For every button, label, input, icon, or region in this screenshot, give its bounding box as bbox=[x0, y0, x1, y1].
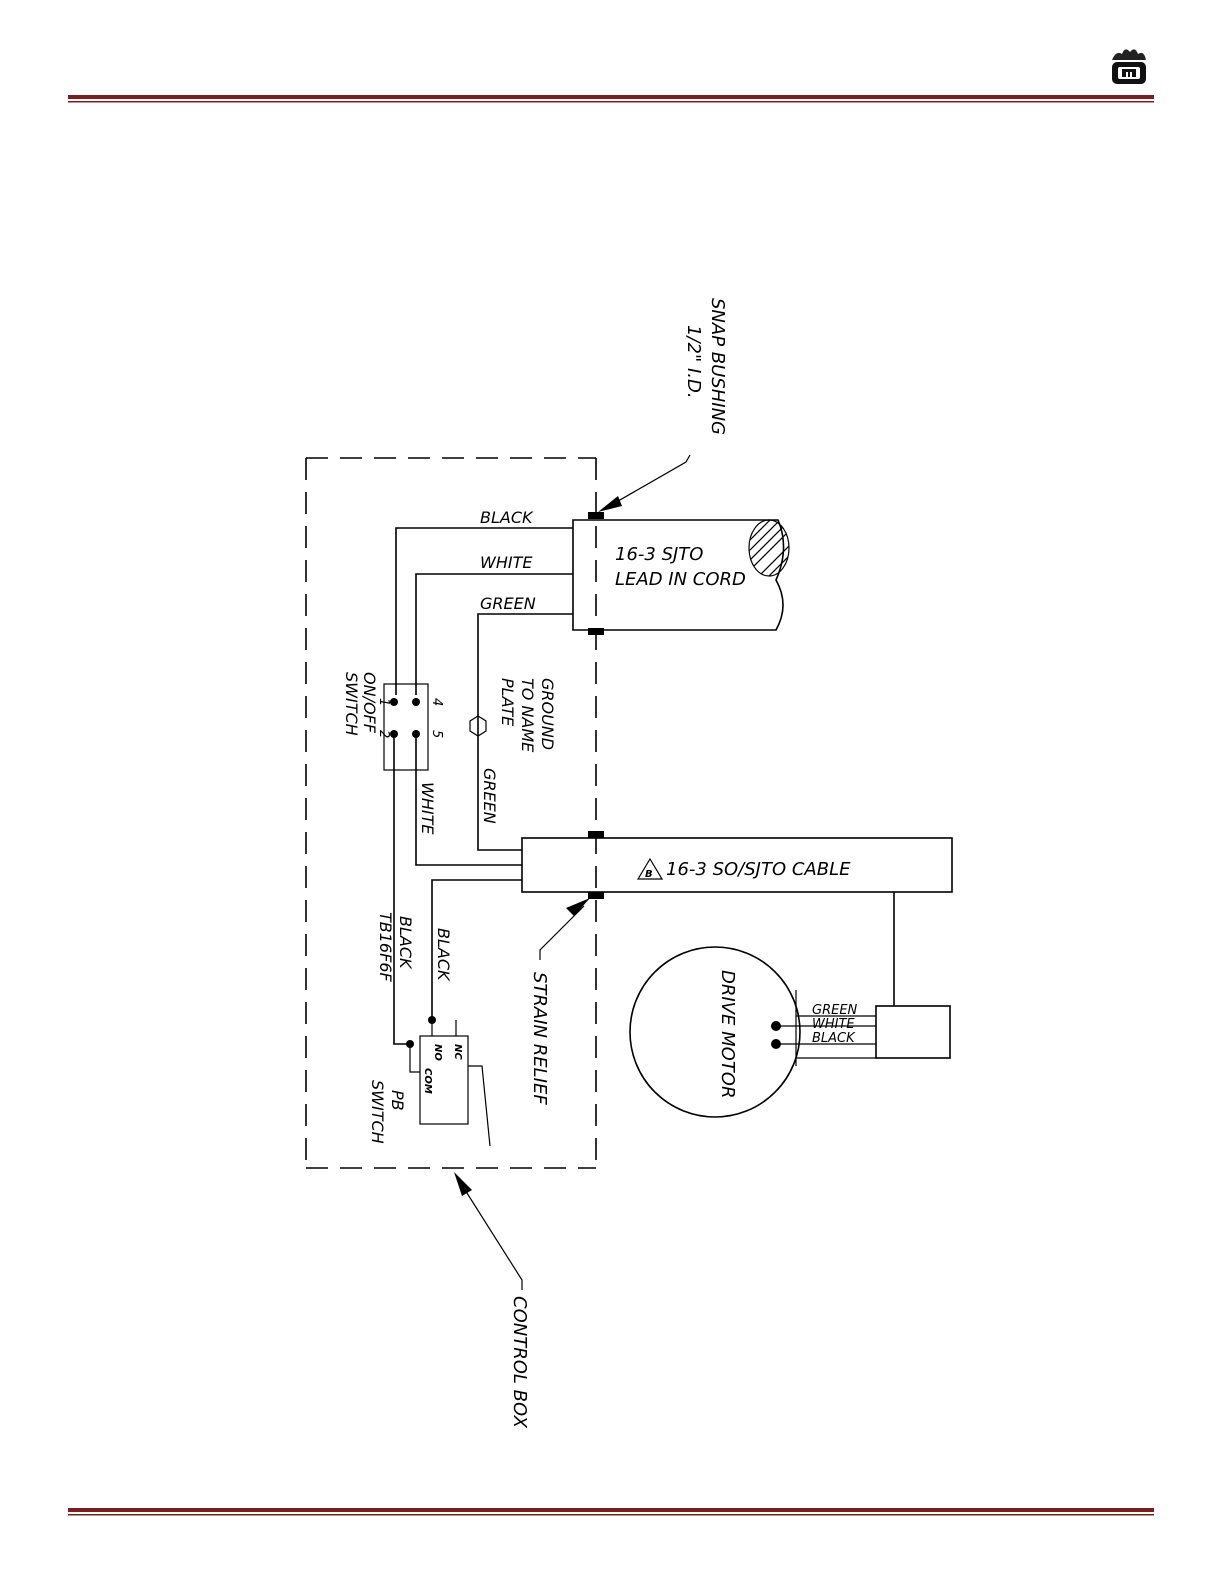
ground-label-3: PLATE bbox=[498, 678, 517, 727]
bushing-upper-mid bbox=[588, 628, 604, 635]
switch-terminal-4: 4 bbox=[429, 698, 444, 706]
ground-label-2: TO NAME bbox=[518, 678, 537, 753]
company-logo-icon bbox=[1112, 49, 1146, 84]
black-vertical-label: BLACK bbox=[434, 928, 453, 982]
bushing-lower-mid bbox=[588, 831, 604, 838]
strain-relief-label: STRAIN RELIEF bbox=[529, 972, 550, 1105]
control-box-label: CONTROL BOX bbox=[509, 1296, 530, 1429]
wire-green-label: GREEN bbox=[480, 594, 536, 613]
wire-black-label: BLACK bbox=[480, 508, 534, 527]
wire-white-label: WHITE bbox=[480, 553, 533, 572]
white-vertical-label: WHITE bbox=[418, 782, 437, 835]
motor-wire-black-label: BLACK bbox=[812, 1031, 856, 1046]
motor-wire-white-label: WHITE bbox=[812, 1017, 855, 1032]
pb-no-label: NO bbox=[432, 1044, 443, 1061]
green-vertical-label: GREEN bbox=[480, 768, 499, 824]
cable-label: 16-3 SO/SJTO CABLE bbox=[666, 859, 851, 880]
on-off-switch-label-1: ON/OFF bbox=[360, 672, 379, 734]
bushing-bottom bbox=[588, 892, 604, 899]
wire-white-line bbox=[416, 574, 573, 695]
pb-switch-label-2: SWITCH bbox=[368, 1080, 387, 1144]
header-rule bbox=[68, 95, 1154, 103]
snap-bushing-label-2: 1/2" I.D. bbox=[683, 325, 704, 399]
wire-black-to-pb bbox=[394, 734, 410, 1044]
lead-in-cord-label-2: LEAD IN CORD bbox=[615, 569, 746, 590]
pb-com-label: COM bbox=[422, 1068, 433, 1094]
on-off-switch-label-2: SWITCH bbox=[342, 672, 361, 736]
drive-motor: DRIVE MOTOR GREEN WHITE BLACK bbox=[630, 892, 950, 1117]
so-sjto-cable: B 16-3 SO/SJTO CABLE bbox=[522, 838, 952, 892]
pb-switch-label-1: PB bbox=[388, 1090, 407, 1111]
control-box-callout: CONTROL BOX bbox=[454, 1172, 530, 1429]
black-tb-label-1: BLACK bbox=[396, 916, 415, 970]
snap-bushing-callout: SNAP BUSHING 1/2" I.D. bbox=[598, 298, 728, 512]
pb-switch: NC NO COM bbox=[406, 1016, 490, 1146]
pb-nc-label: NC bbox=[452, 1044, 463, 1060]
drive-motor-label: DRIVE MOTOR bbox=[717, 970, 738, 1098]
ground-label-1: GROUND bbox=[538, 678, 557, 750]
black-tb-label-2: TB16F6F bbox=[376, 912, 395, 982]
footer-rule bbox=[68, 1508, 1154, 1516]
snap-bushing-label-1: SNAP BUSHING bbox=[707, 298, 728, 435]
lead-in-cord-label-1: 16-3 SJTO bbox=[615, 544, 703, 565]
cable-marker: B bbox=[645, 869, 653, 880]
control-box-outline bbox=[306, 458, 596, 1168]
bushing-top bbox=[588, 512, 604, 519]
lead-in-cord: 16-3 SJTO LEAD IN CORD bbox=[573, 515, 800, 630]
on-off-switch: 4 5 1 2 bbox=[376, 684, 444, 770]
strain-relief-callout: STRAIN RELIEF bbox=[529, 898, 590, 1105]
motor-wire-green-label: GREEN bbox=[812, 1003, 858, 1018]
switch-terminal-5: 5 bbox=[429, 730, 444, 738]
